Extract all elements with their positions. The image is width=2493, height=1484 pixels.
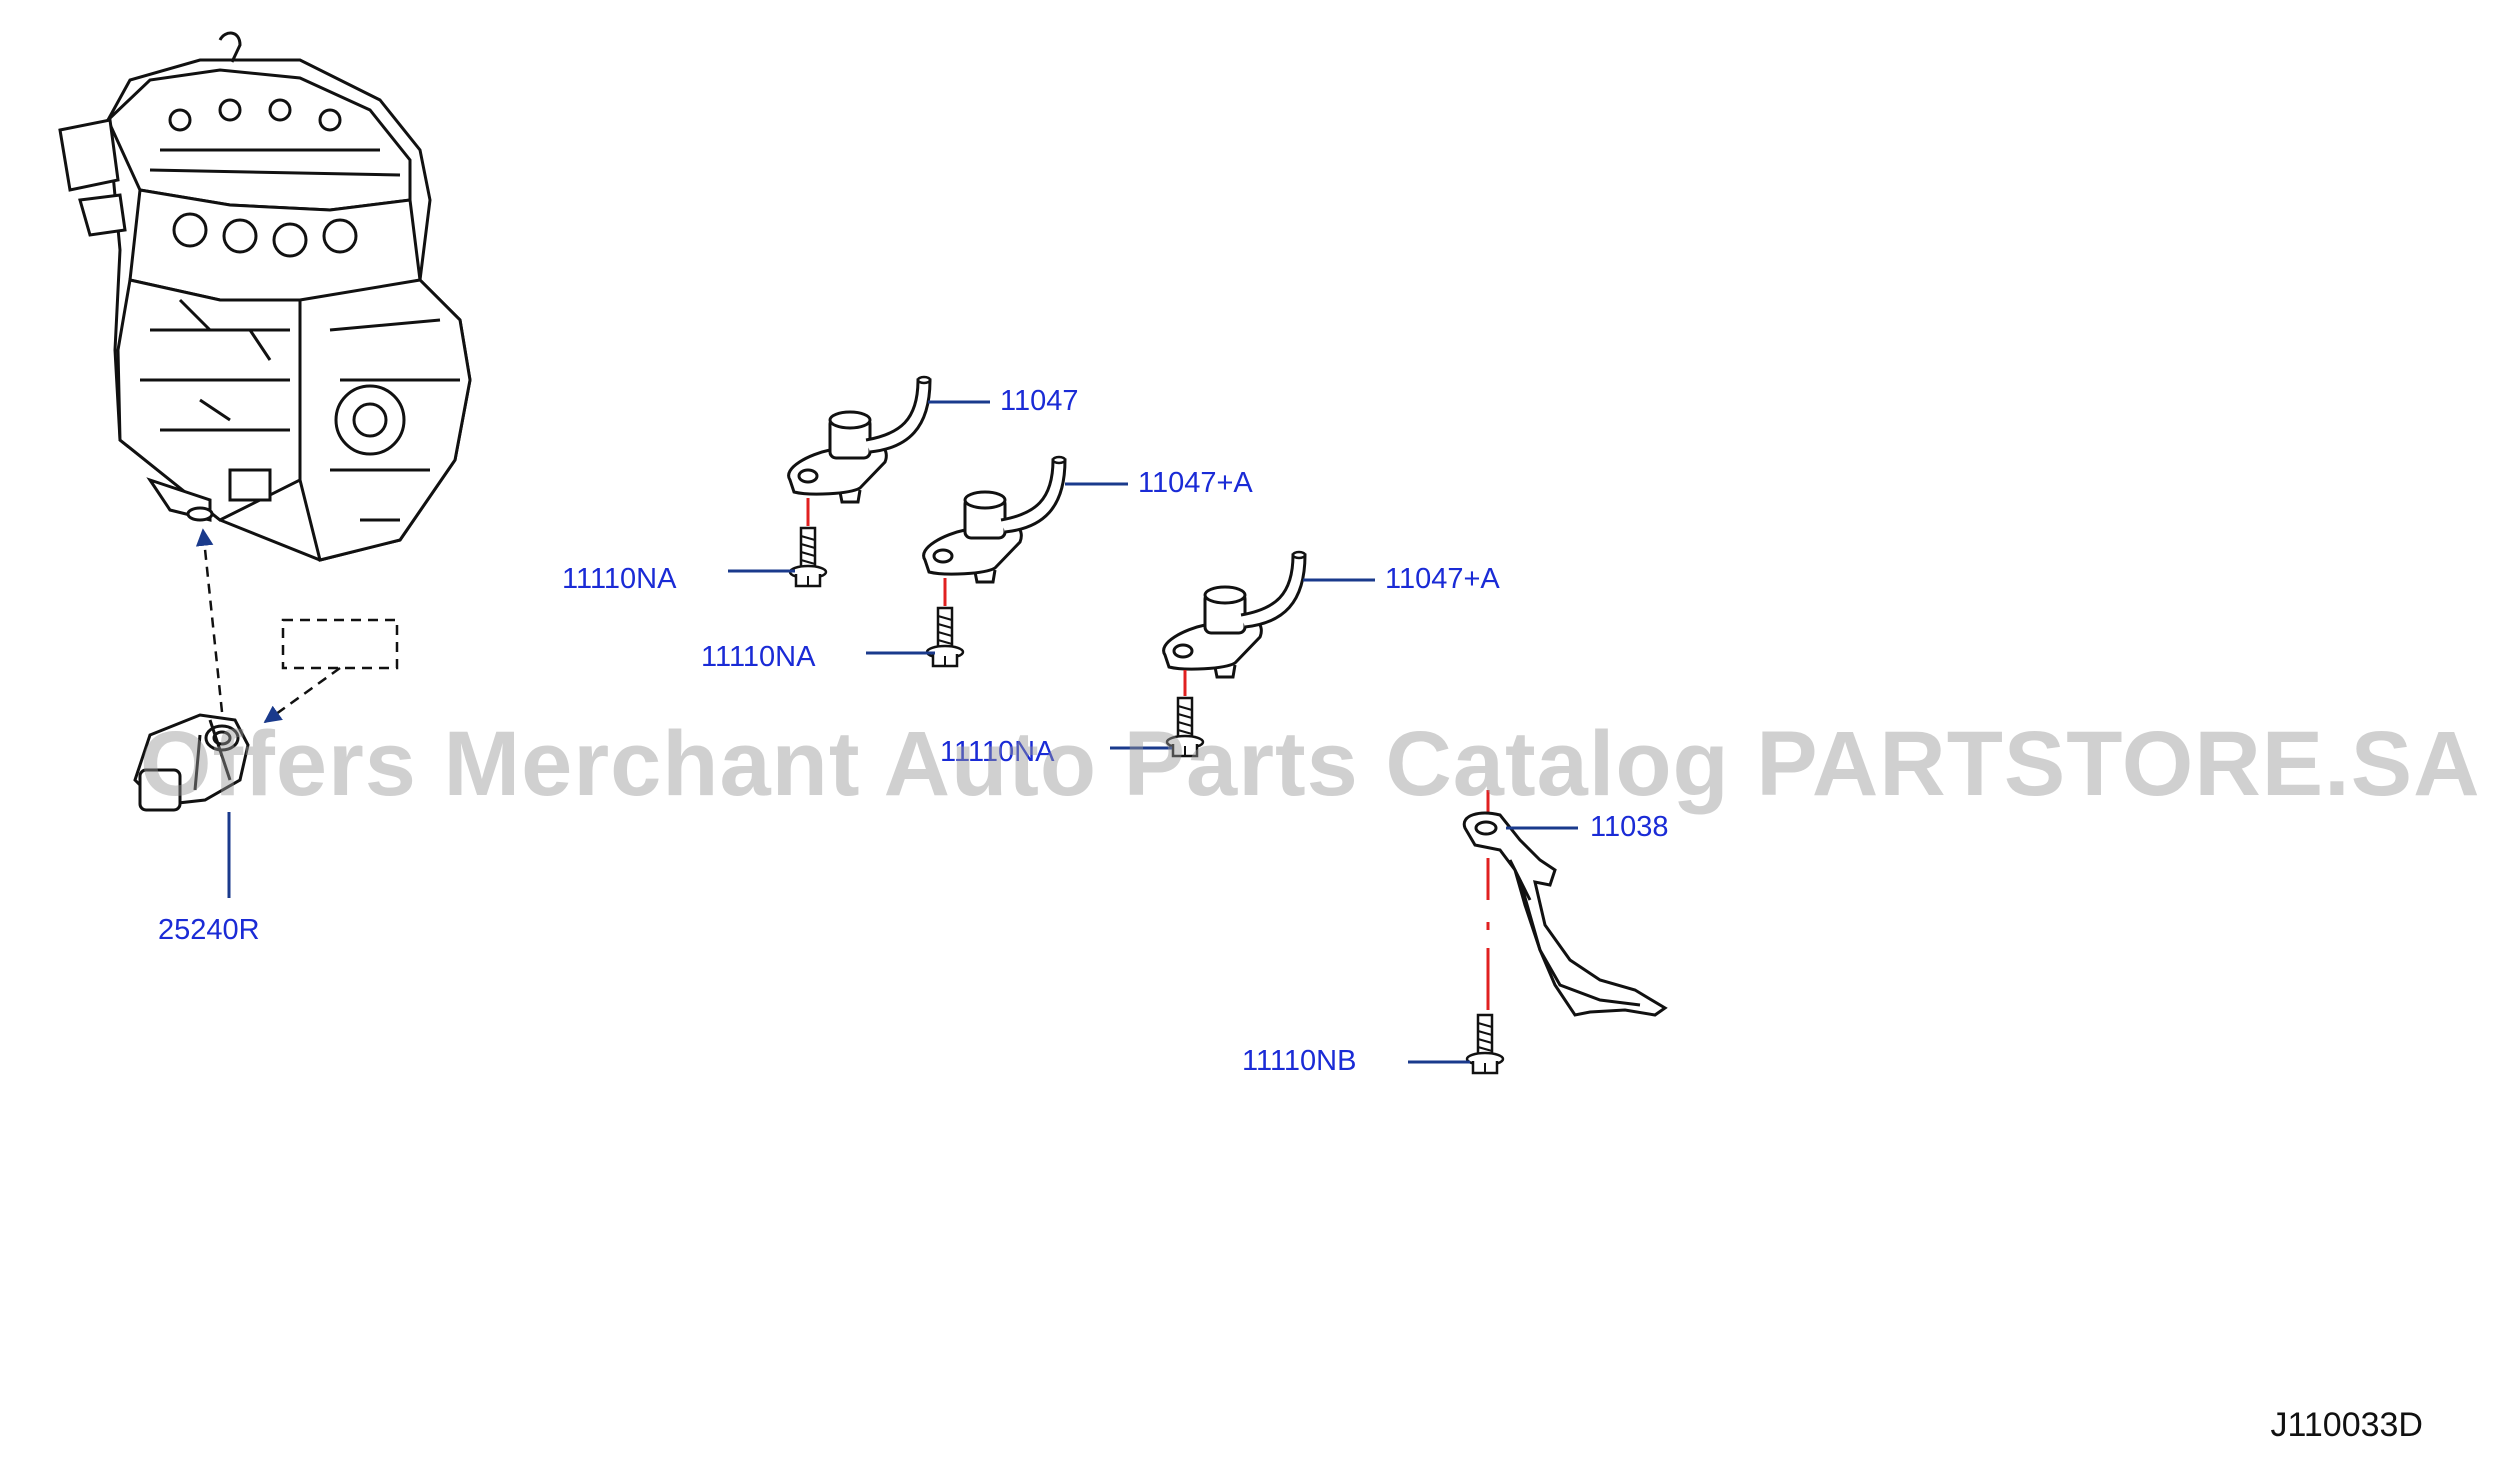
callout-11110na-1: 11110NA [562,563,677,595]
crank-position-sensor-drawing [133,713,250,812]
callout-11047a-2: 11047+A [1385,563,1500,595]
callout-11038: 11038 [1590,811,1669,843]
dashed-reference-box [281,618,399,670]
sensor-arrow [263,666,341,724]
bolt-11110na-2-drawing [925,606,965,668]
bracket-11047-drawing [787,375,932,504]
diagram-code: J110033D [2270,1406,2424,1444]
bolt-11110na-1-drawing [788,526,828,588]
bolt-11110nb-drawing [1465,1013,1505,1075]
callout-11047: 11047 [1000,385,1079,417]
engine-assembly-drawing [58,31,472,562]
leader-lines [227,400,1578,1064]
bracket-11047a-1-drawing [922,455,1067,584]
callout-25240r: 25240R [158,914,260,946]
callout-11047a-1: 11047+A [1138,467,1253,499]
bracket-11038-drawing [1462,811,1668,1017]
bracket-11047a-2-drawing [1162,550,1307,679]
callout-11110na-2: 11110NA [701,641,816,673]
callout-11110na-3: 11110NA [940,736,1055,768]
engine-arrow [195,528,224,713]
bolt-axis-lines [806,498,1490,1010]
callout-11110nb: 11110NB [1242,1045,1357,1077]
bolt-11110na-3-drawing [1165,696,1205,758]
